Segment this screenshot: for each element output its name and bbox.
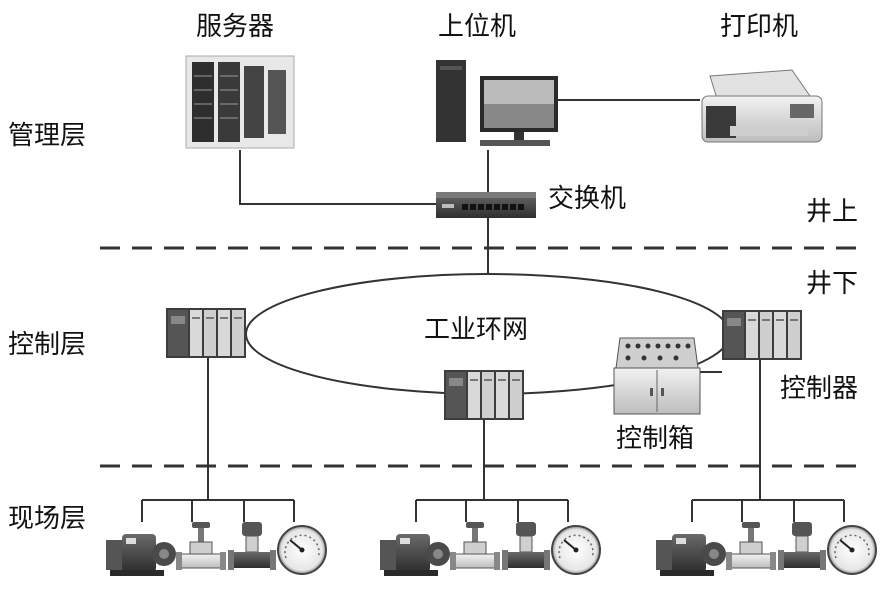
- above-ground-label: 井上: [806, 197, 859, 227]
- field-bus-center: [415, 499, 569, 522]
- management-layer-label: 管理层: [8, 121, 87, 151]
- underground-label: 井下: [806, 269, 859, 299]
- control-box-label: 控制箱: [616, 424, 695, 454]
- plc-controller-icon: [721, 309, 803, 361]
- plc-controller-icon: [165, 307, 247, 359]
- server-label: 服务器: [196, 12, 275, 42]
- field-bus-right: [691, 499, 845, 522]
- controller-label: 控制器: [780, 374, 859, 404]
- printer-icon: [701, 69, 823, 143]
- network-switch-icon: [436, 192, 536, 218]
- field-devices-center: [379, 521, 601, 577]
- pump-icon: [655, 521, 877, 577]
- pump-icon: [379, 521, 601, 577]
- server-link: [239, 150, 436, 205]
- field-devices-left: [105, 521, 327, 577]
- ring-network-label: 工业环网: [424, 315, 529, 345]
- plc-controller-icon: [443, 369, 525, 421]
- printer-label: 打印机: [720, 12, 799, 42]
- pump-icon: [105, 521, 327, 577]
- switch-label: 交换机: [548, 184, 627, 214]
- server-rack-icon: [185, 55, 295, 149]
- field-bus-left: [141, 499, 295, 522]
- control-layer-label: 控制层: [8, 330, 87, 360]
- field-devices-right: [655, 521, 877, 577]
- host-computer-label: 上位机: [438, 12, 517, 42]
- control-cabinet-icon: [613, 337, 701, 415]
- field-layer-label: 现场层: [8, 504, 87, 534]
- desktop-computer-icon: [436, 60, 558, 146]
